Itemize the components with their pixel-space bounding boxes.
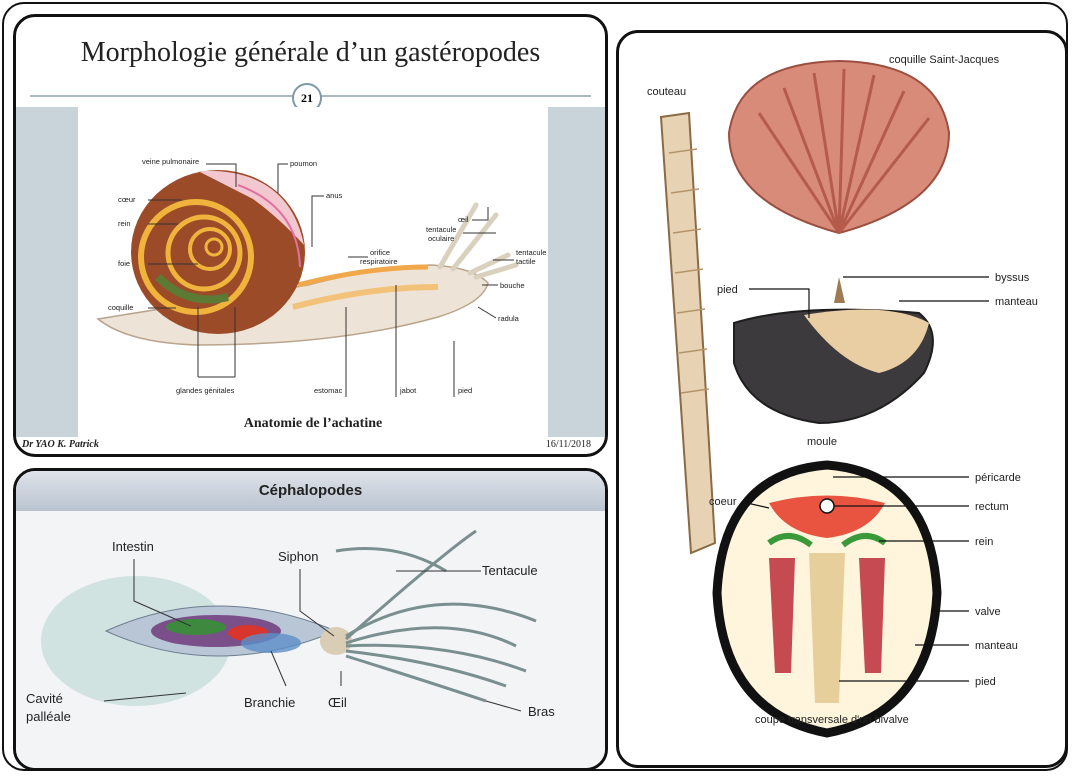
label-cavite-1: Cavité (26, 691, 63, 706)
label-siphon: Siphon (278, 549, 318, 564)
label-tentacule-tactile-1: tentacule (516, 248, 546, 257)
snail-anatomy-card: veine pulmonaire poumon anus cœur rein f… (78, 107, 548, 437)
label-orifice-2: respiratoire (360, 257, 398, 266)
squid-tentacles (336, 531, 536, 701)
label-tentacule-oculaire-1: tentacule (426, 225, 456, 234)
label-moule: moule (807, 436, 837, 448)
label-pied: pied (458, 386, 472, 395)
label-intestin: Intestin (112, 539, 154, 554)
label-rein: rein (118, 219, 131, 228)
diagram-caption: Anatomie de l’achatine (244, 416, 382, 431)
squid-diagram: Intestin Siphon Tentacule Cavité palléal… (16, 511, 605, 768)
label-branchie: Branchie (244, 695, 295, 710)
label-rectum: rectum (975, 501, 1009, 513)
label-radula: radula (498, 314, 520, 323)
mussel-byssus (834, 277, 845, 303)
label-coeur: coeur (709, 496, 737, 508)
snail-anatomy-diagram: veine pulmonaire poumon anus cœur rein f… (78, 107, 548, 437)
label-veine-pulmonaire: veine pulmonaire (142, 157, 199, 166)
slide-author: Dr YAO K. Patrick (22, 439, 99, 450)
label-tentacule-oculaire-2: oculaire (428, 234, 454, 243)
label-orifice-1: orifice (370, 248, 390, 257)
label-jabot: jabot (399, 386, 417, 395)
label-couteau: couteau (647, 86, 686, 98)
label-pericarde: péricarde (975, 472, 1021, 484)
label-pied-moule: pied (717, 284, 738, 296)
bivalve-diagram: couteau coquille Saint-Jacques pied byss… (619, 33, 1065, 765)
cephalopod-title: Céphalopodes (16, 471, 605, 511)
label-rein: rein (975, 536, 993, 548)
label-foie: foie (118, 259, 130, 268)
label-oeil: œil (458, 215, 469, 224)
label-manteau: manteau (975, 640, 1018, 652)
label-valve: valve (975, 606, 1001, 618)
label-coeur: cœur (118, 195, 136, 204)
bivalve-panel: couteau coquille Saint-Jacques pied byss… (616, 30, 1068, 768)
label-tentacule-tactile-2: tactile (516, 257, 536, 266)
label-bouche: bouche (500, 281, 525, 290)
label-coquille: coquille (108, 303, 133, 312)
label-poumon: poumon (290, 159, 317, 168)
label-estomac: estomac (314, 386, 343, 395)
label-byssus: byssus (995, 272, 1030, 284)
label-pied: pied (975, 676, 996, 688)
label-cavite-2: palléale (26, 709, 71, 724)
slide-date: 16/11/2018 (546, 439, 591, 450)
slide-title: Morphologie générale d’un gastéropodes (16, 37, 605, 69)
squid-intestine (166, 619, 226, 635)
gastropod-slide-panel: Morphologie générale d’un gastéropodes 2… (13, 14, 608, 457)
label-coquille-st-jacques: coquille Saint-Jacques (889, 54, 1000, 66)
label-anus: anus (326, 191, 343, 200)
label-bras: Bras (528, 704, 555, 719)
label-coupe-transversale: coupe transversale d'un bivalve (755, 714, 909, 726)
label-manteau-moule: manteau (995, 296, 1038, 308)
label-oeil: Œil (328, 695, 347, 710)
razor-clam-shell (661, 113, 715, 553)
squid-gill (241, 633, 301, 653)
cross-section-rectum (820, 499, 834, 513)
cephalopod-panel: Céphalopodes Intestin Sipho (13, 468, 608, 771)
label-glandes-genitales: glandes génitales (176, 386, 235, 395)
label-tentacule: Tentacule (482, 563, 538, 578)
